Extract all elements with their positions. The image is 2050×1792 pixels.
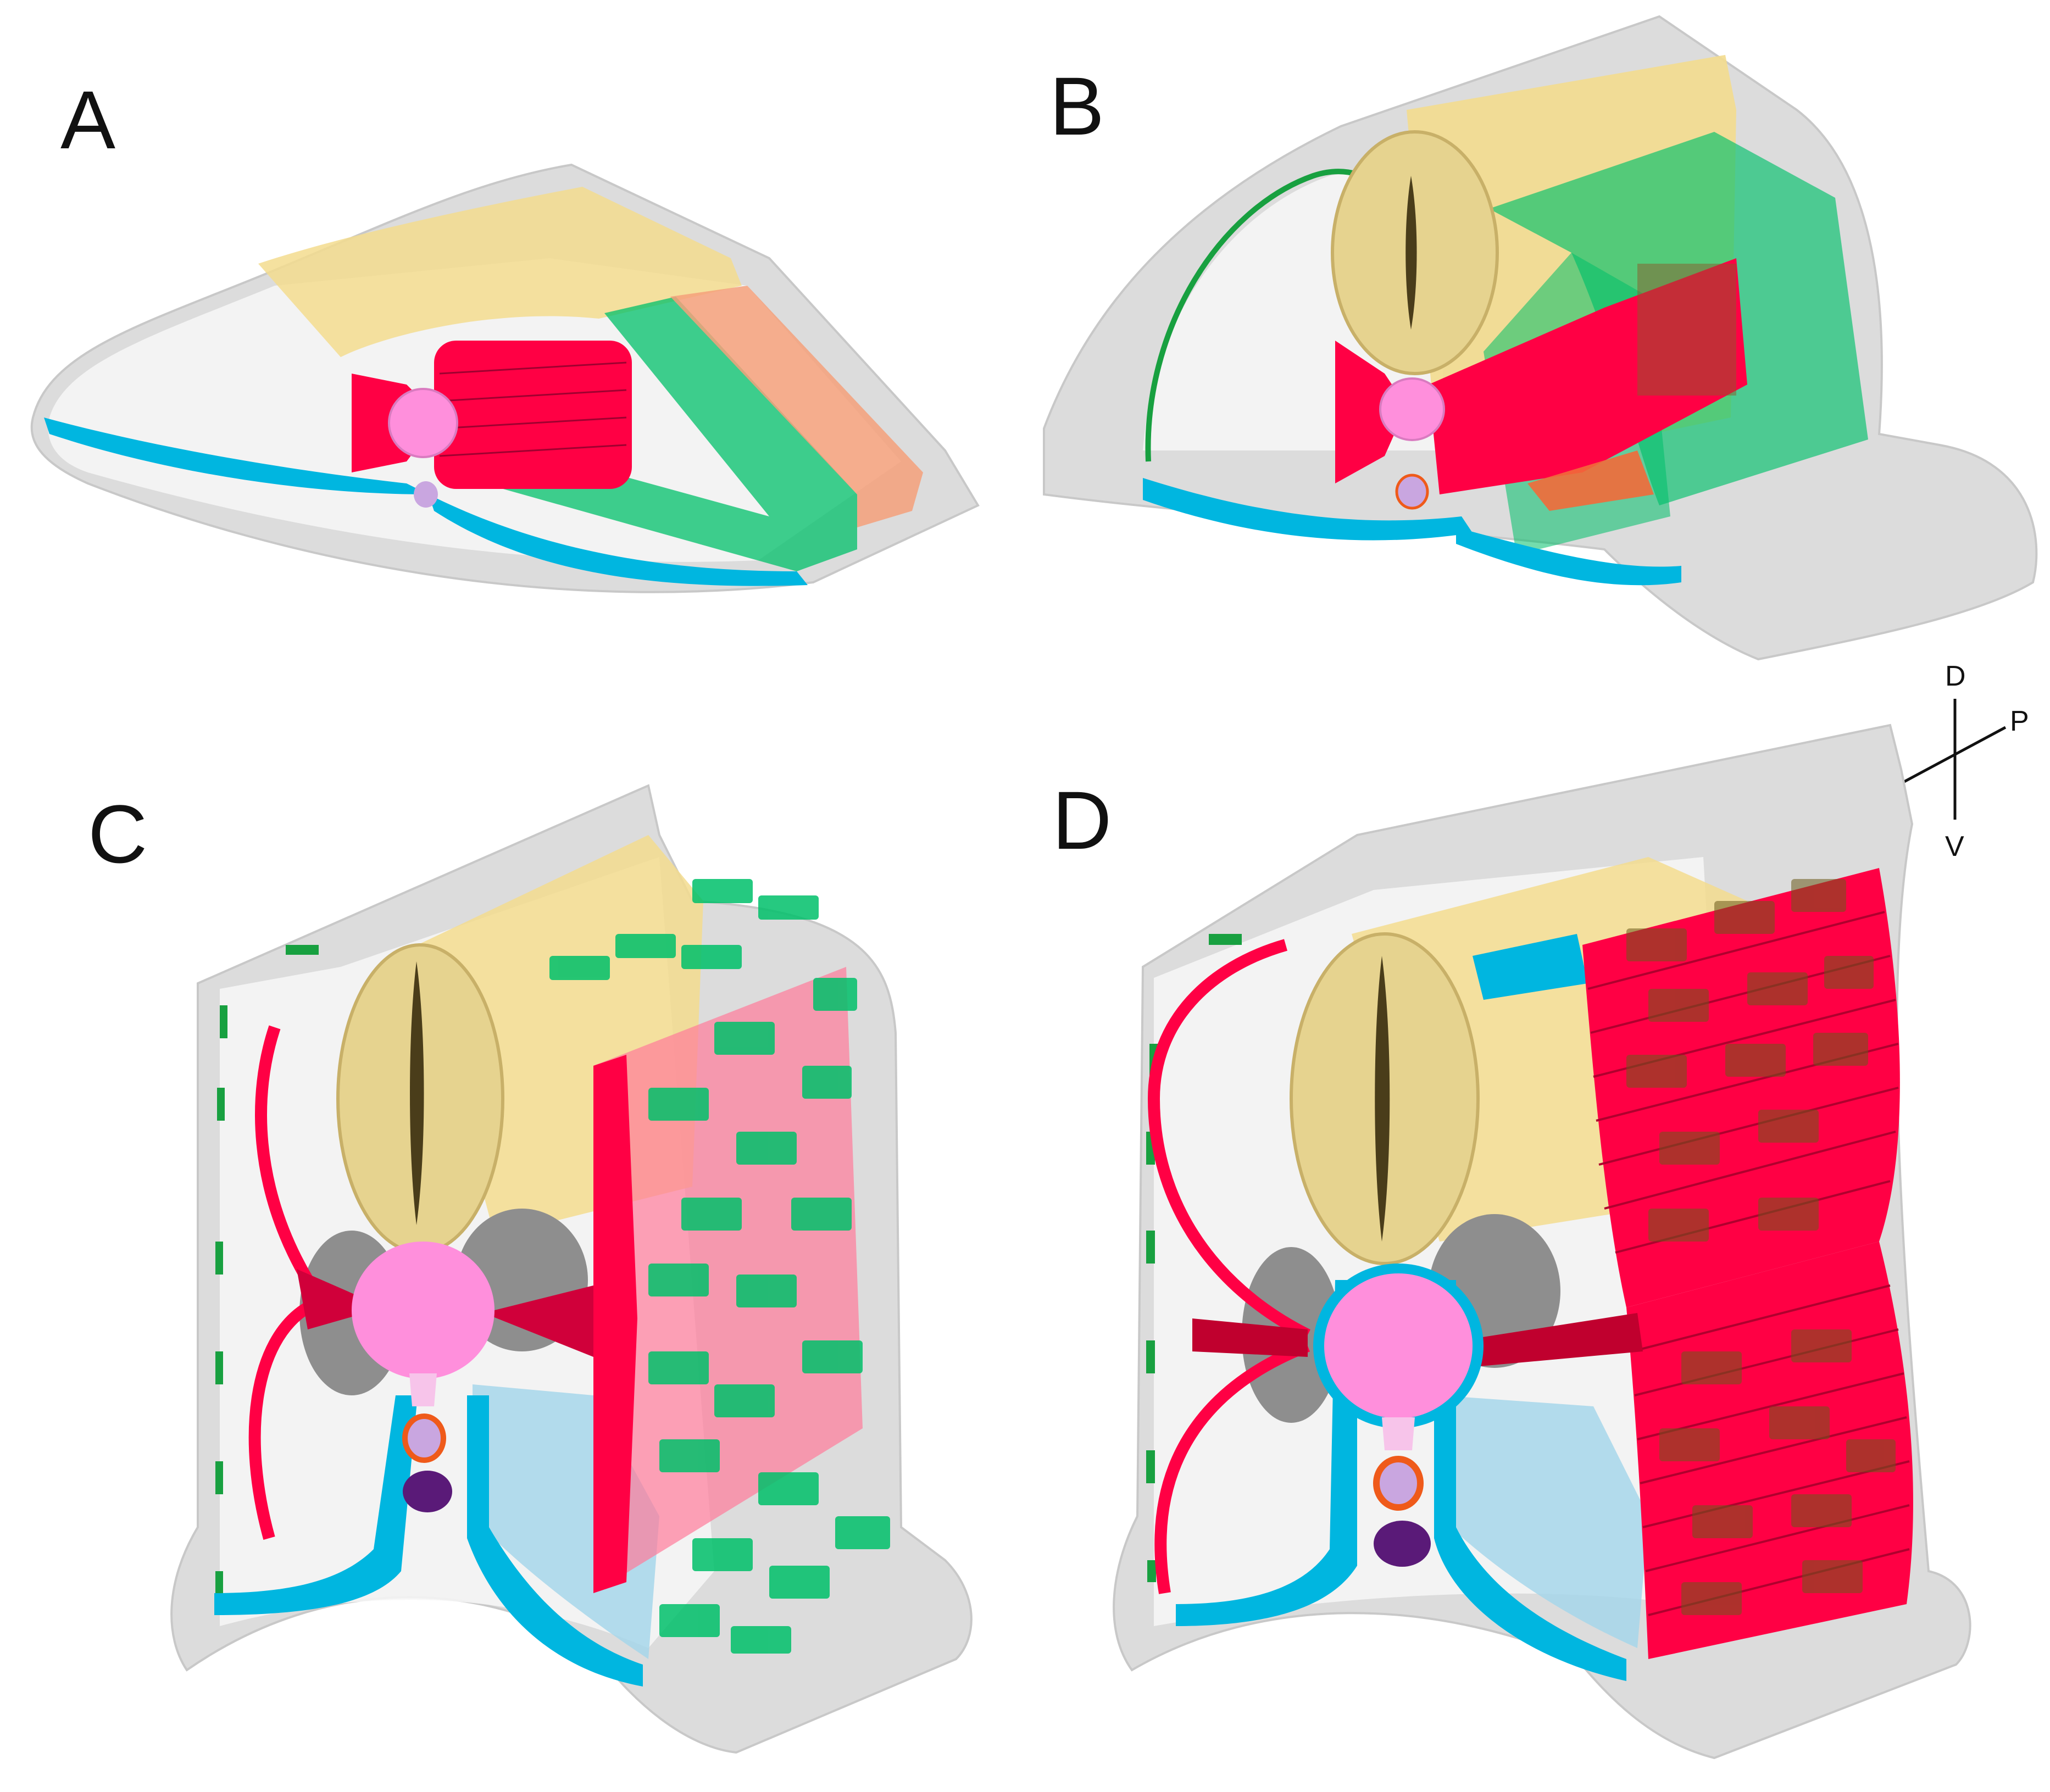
ectoderm-a: [44, 418, 429, 494]
dermomyotome-a: [670, 286, 923, 527]
sclerotome-a: [484, 297, 857, 571]
notochord-slit-b: [1405, 176, 1417, 330]
neural-tube-a: [388, 388, 458, 458]
ectoderm-dorsal-d: [1473, 934, 1588, 1000]
brown-overlay-b: [1637, 264, 1736, 396]
ectoderm-c2: [467, 1395, 643, 1687]
nerve-arc-lower-d: [1154, 1340, 1310, 1594]
neural-tube-d: [1324, 1273, 1473, 1418]
panel-label-c: C: [88, 788, 147, 880]
vein-c: [403, 1471, 452, 1512]
neural-canal-c: [409, 1373, 437, 1406]
nerve-arc-upper-d: [1147, 939, 1310, 1340]
dermomyotome-b: [1527, 450, 1654, 511]
ventral-cavity-d: [1440, 1395, 1648, 1648]
panel-d: D: [1052, 724, 1971, 1760]
panel-label-a: A: [60, 74, 115, 166]
myotome-fibers-a: [439, 361, 627, 457]
muscle-bowtie-b: [1335, 341, 1407, 483]
aorta-a: [414, 481, 438, 508]
notochord-slit-d: [1375, 956, 1390, 1242]
ectoderm-c: [214, 1395, 418, 1615]
neural-tube-b: [1379, 377, 1445, 441]
panel-c: C: [88, 784, 973, 1754]
notochord-slit-c: [410, 961, 424, 1225]
ectoderm-b: [1143, 478, 1473, 541]
nerve-root-left-d: [1192, 1318, 1308, 1357]
sclerotome-dashes-left-d: [1146, 934, 1242, 1582]
aorta-b: [1395, 474, 1429, 510]
panel-label-d: D: [1052, 774, 1112, 866]
myotome-sheet-c: [593, 967, 863, 1593]
panel-a: A: [30, 74, 980, 593]
nerve-arc-lower-c: [248, 1302, 311, 1540]
axis-label-dorsal: D: [1945, 660, 1966, 692]
myotome-wall-upper-d: [1582, 868, 1900, 1307]
nerve-branch-right-c: [484, 1285, 593, 1357]
ectoderm-d2: [1434, 1280, 1626, 1681]
nerve-branch-c: [297, 1269, 385, 1329]
sclerotome-dashes-left-c: [215, 945, 319, 1593]
notochord-a: [258, 187, 742, 357]
axis-indicator: [1892, 699, 2007, 820]
panel-b: B: [1043, 15, 2038, 661]
axis-label-posterior: P: [2010, 705, 2029, 737]
sclerotome-blocks-c: [549, 879, 890, 1654]
aorta-c: [402, 1413, 446, 1463]
vein-d: [1374, 1521, 1431, 1567]
ectoderm-a2: [429, 494, 808, 586]
nerve-root-right-d: [1462, 1313, 1643, 1368]
myotome-edge-c: [593, 1055, 637, 1593]
neural-canal-d: [1382, 1417, 1415, 1450]
panel-label-b: B: [1049, 60, 1104, 152]
nerve-arc-upper-c: [255, 1025, 313, 1283]
neural-tube-c: [352, 1242, 495, 1379]
ectoderm-b2: [1456, 527, 1681, 586]
myotome-block-a: [434, 341, 632, 489]
axis-label-ventral: V: [1945, 831, 1964, 862]
aorta-d: [1373, 1456, 1424, 1511]
sclerotome-overlay-d: [1626, 879, 1896, 1615]
